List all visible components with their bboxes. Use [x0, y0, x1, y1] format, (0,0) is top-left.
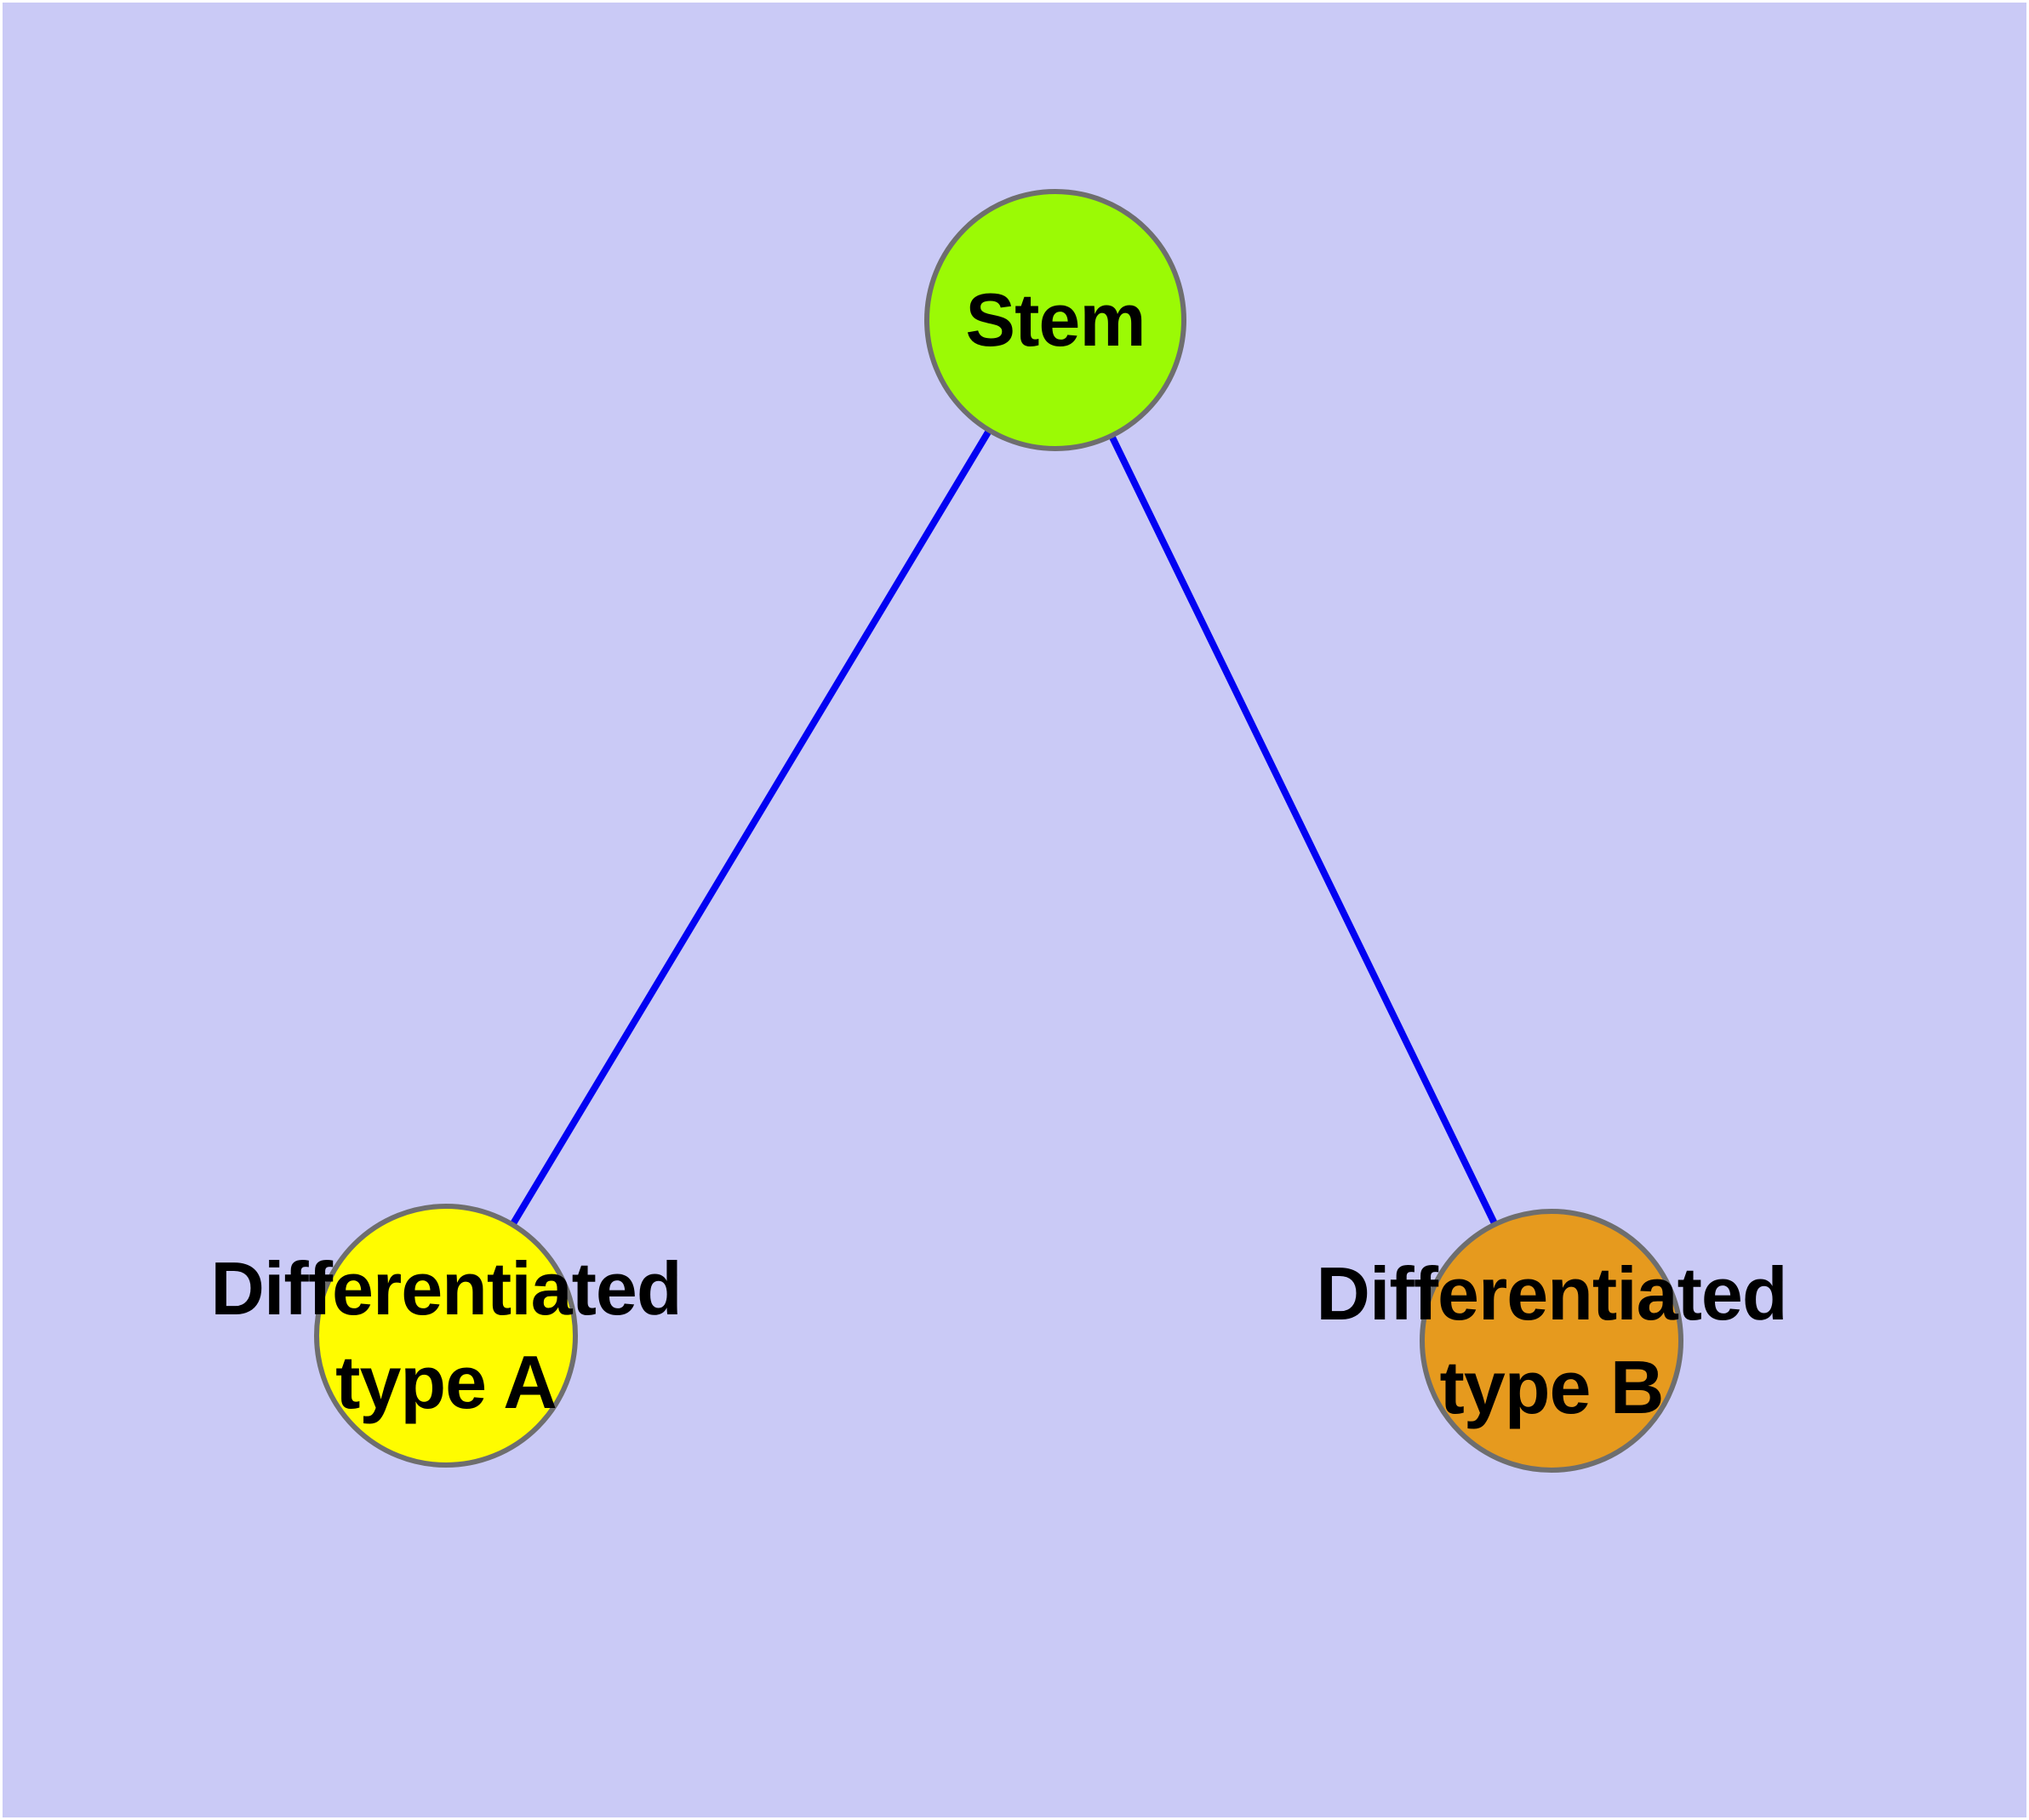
- node-label-differentiated-type-a: Differentiated type A: [210, 1242, 682, 1429]
- node-stem: [924, 189, 1186, 451]
- edge-stem-to-type-a: [443, 318, 1059, 1338]
- node-differentiated-type-b: [1420, 1209, 1683, 1473]
- type-b-label-line-2: type B: [1439, 1345, 1665, 1429]
- edge-stem-to-type-b: [1052, 318, 1555, 1342]
- stem-label-text: Stem: [965, 278, 1146, 362]
- type-b-label-line-1: Differentiated: [1316, 1251, 1787, 1336]
- graph-svg: [314, 189, 1683, 1473]
- node-label-differentiated-type-b: Differentiated type B: [1316, 1247, 1787, 1434]
- node-differentiated-type-a: [314, 1204, 578, 1468]
- type-a-label-line-1: Differentiated: [210, 1246, 682, 1331]
- node-label-stem: Stem: [965, 273, 1146, 367]
- type-a-label-line-2: type A: [335, 1340, 557, 1424]
